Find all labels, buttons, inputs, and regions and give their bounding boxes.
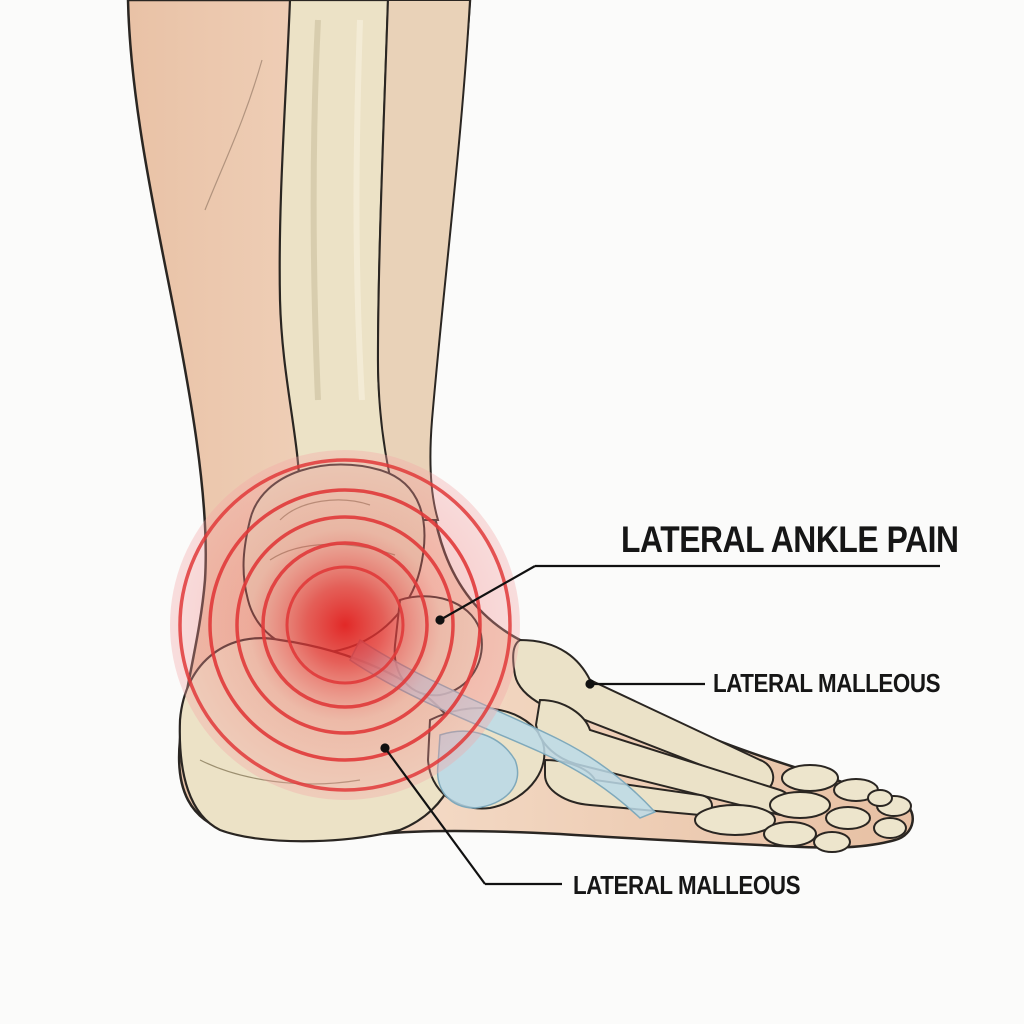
callout-lines [380, 564, 940, 886]
label-lateral-malleous-right: LATERAL MALLEOUS [713, 668, 941, 698]
tibia-bone [376, 0, 472, 521]
label-lateral-ankle-pain: LATERAL ANKLE PAIN [621, 519, 959, 560]
pain-highlight [170, 450, 520, 800]
metatarsal-bones [512, 638, 793, 817]
toe-phalanges [694, 764, 912, 853]
label-lateral-malleous-bottom: LATERAL MALLEOUS [573, 870, 801, 900]
